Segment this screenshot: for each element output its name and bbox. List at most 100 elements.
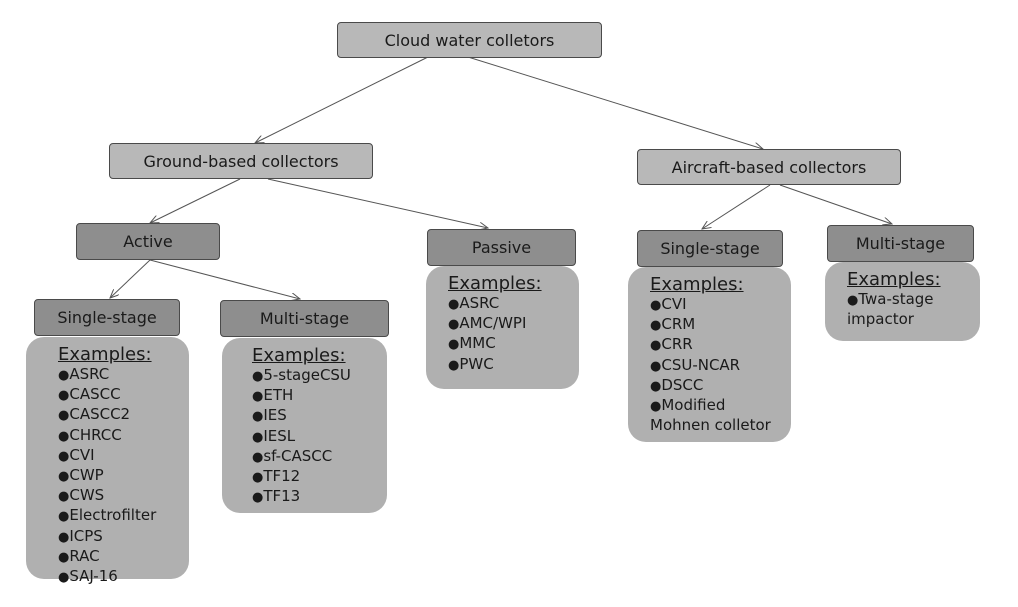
aircraft-multi-stage-node: Multi-stage xyxy=(827,225,974,262)
example-item: ●5-stageCSU xyxy=(252,366,387,386)
example-item-text: CSU-NCAR xyxy=(661,355,741,374)
bullet-icon: ● xyxy=(58,428,70,444)
aircraft-single-stage-node: Single-stage xyxy=(637,230,783,267)
bullet-icon: ● xyxy=(650,338,662,354)
edge-active-to-multi xyxy=(149,259,300,299)
example-item: ●ASRC xyxy=(58,365,189,385)
example-item-text: Twa-stage xyxy=(858,290,934,308)
bullet-icon: ● xyxy=(650,318,662,334)
example-item-text: PWC xyxy=(459,354,494,373)
bullet-icon: ● xyxy=(252,409,264,425)
ground-single-stage-node: Single-stage xyxy=(34,299,180,336)
bullet-icon: ● xyxy=(58,368,70,383)
example-item: ●ASRC xyxy=(448,294,579,314)
example-item-text: CASCC2 xyxy=(69,405,131,424)
example-item: ●RAC xyxy=(58,547,189,567)
example-item-text: DSCC xyxy=(661,375,704,394)
bullet-icon: ● xyxy=(650,298,662,313)
examples-header: Examples: xyxy=(252,345,346,366)
example-item: ●Twa-stage xyxy=(847,290,980,310)
example-item: ●CASCC2 xyxy=(58,405,189,425)
edge-aircraft-to-single xyxy=(702,184,771,229)
bullet-icon: ● xyxy=(252,490,264,506)
edge-ground-to-active xyxy=(150,178,241,223)
example-item: ●CWP xyxy=(58,466,189,486)
example-item-text: CWS xyxy=(69,486,105,505)
bullet-icon: ● xyxy=(58,549,70,565)
example-item: ●Modified xyxy=(650,396,791,416)
example-item-text: IES xyxy=(263,406,287,425)
example-item: ●MMC xyxy=(448,334,579,354)
example-item: ●Electrofilter xyxy=(58,506,189,526)
example-item: ●CRR xyxy=(650,335,791,355)
ground-multi-stage-examples: Examples: ●5-stageCSU●ETH●IES●IESL●sf-CA… xyxy=(222,338,387,513)
example-item-text: Modified xyxy=(661,396,726,415)
bullet-icon: ● xyxy=(448,297,460,312)
examples-header: Examples: xyxy=(448,273,542,294)
example-item-text: TF12 xyxy=(263,467,301,486)
edge-active-to-single xyxy=(110,259,151,298)
bullet-icon: ● xyxy=(650,358,662,374)
example-item: ●CRM xyxy=(650,315,791,335)
example-item-text: CRM xyxy=(661,315,696,334)
example-item: impactor xyxy=(847,310,980,329)
example-item-text: impactor xyxy=(847,310,914,329)
bullet-icon: ● xyxy=(58,489,70,505)
example-item-text: ETH xyxy=(263,386,294,405)
example-item-text: CWP xyxy=(69,466,104,485)
ground-based-label: Ground-based collectors xyxy=(143,151,339,171)
example-item-text: ASRC xyxy=(69,365,110,383)
passive-node: Passive xyxy=(427,229,576,266)
aircraft-based-label: Aircraft-based collectors xyxy=(671,157,867,177)
edge-ground-to-passive xyxy=(267,178,488,228)
passive-label: Passive xyxy=(471,238,532,257)
ground-single-stage-label: Single-stage xyxy=(57,308,157,327)
example-item: ●TF13 xyxy=(252,487,387,507)
example-item: ●ICPS xyxy=(58,527,189,547)
bullet-icon: ● xyxy=(58,570,70,586)
example-item: ●PWC xyxy=(448,355,579,375)
example-item-text: CASCC xyxy=(69,385,121,404)
bullet-icon: ● xyxy=(58,448,70,464)
bullet-icon: ● xyxy=(448,357,460,373)
example-item: ●CASCC xyxy=(58,385,189,405)
root-node: Cloud water colletors xyxy=(337,22,602,58)
example-item-text: CVI xyxy=(69,445,95,464)
bullet-icon: ● xyxy=(448,337,460,353)
example-item: ●CWS xyxy=(58,486,189,506)
bullet-icon: ● xyxy=(448,317,460,333)
bullet-icon: ● xyxy=(252,429,264,445)
example-item: ●sf-CASCC xyxy=(252,447,387,467)
edge-root-to-aircraft xyxy=(467,56,763,149)
example-item-text: MMC xyxy=(459,334,496,353)
example-item-text: CHRCC xyxy=(69,425,122,444)
example-item: ●ETH xyxy=(252,386,387,406)
bullet-icon: ● xyxy=(847,293,859,308)
example-item-text: IESL xyxy=(263,426,296,445)
example-item-text: 5-stageCSU xyxy=(263,366,351,384)
ground-based-node: Ground-based collectors xyxy=(109,143,373,179)
aircraft-based-node: Aircraft-based collectors xyxy=(637,149,901,185)
bullet-icon: ● xyxy=(58,388,70,404)
example-item-text: RAC xyxy=(69,546,100,565)
root-label: Cloud water colletors xyxy=(384,30,555,50)
example-item-text: SAJ-16 xyxy=(69,567,118,586)
bullet-icon: ● xyxy=(58,408,70,424)
example-item-text: ASRC xyxy=(459,294,500,312)
example-item: ●CSU-NCAR xyxy=(650,356,791,376)
active-label: Active xyxy=(123,232,173,251)
aircraft-multi-stage-label: Multi-stage xyxy=(855,234,946,253)
example-item: ●IESL xyxy=(252,427,387,447)
example-item: ●AMC/WPI xyxy=(448,314,579,334)
examples-header: Examples: xyxy=(58,344,152,365)
bullet-icon: ● xyxy=(252,389,264,405)
ground-single-stage-examples: Examples: ●ASRC●CASCC●CASCC2●CHRCC●CVI●C… xyxy=(26,337,189,585)
edge-aircraft-to-multi xyxy=(779,184,892,224)
ground-multi-stage-label: Multi-stage xyxy=(259,309,350,328)
edge-root-to-ground xyxy=(255,56,429,143)
examples-header: Examples: xyxy=(650,274,744,295)
example-item-text: CRR xyxy=(661,335,693,354)
bullet-icon: ● xyxy=(252,369,264,384)
example-item-text: ICPS xyxy=(69,526,103,545)
bullet-icon: ● xyxy=(650,399,662,415)
